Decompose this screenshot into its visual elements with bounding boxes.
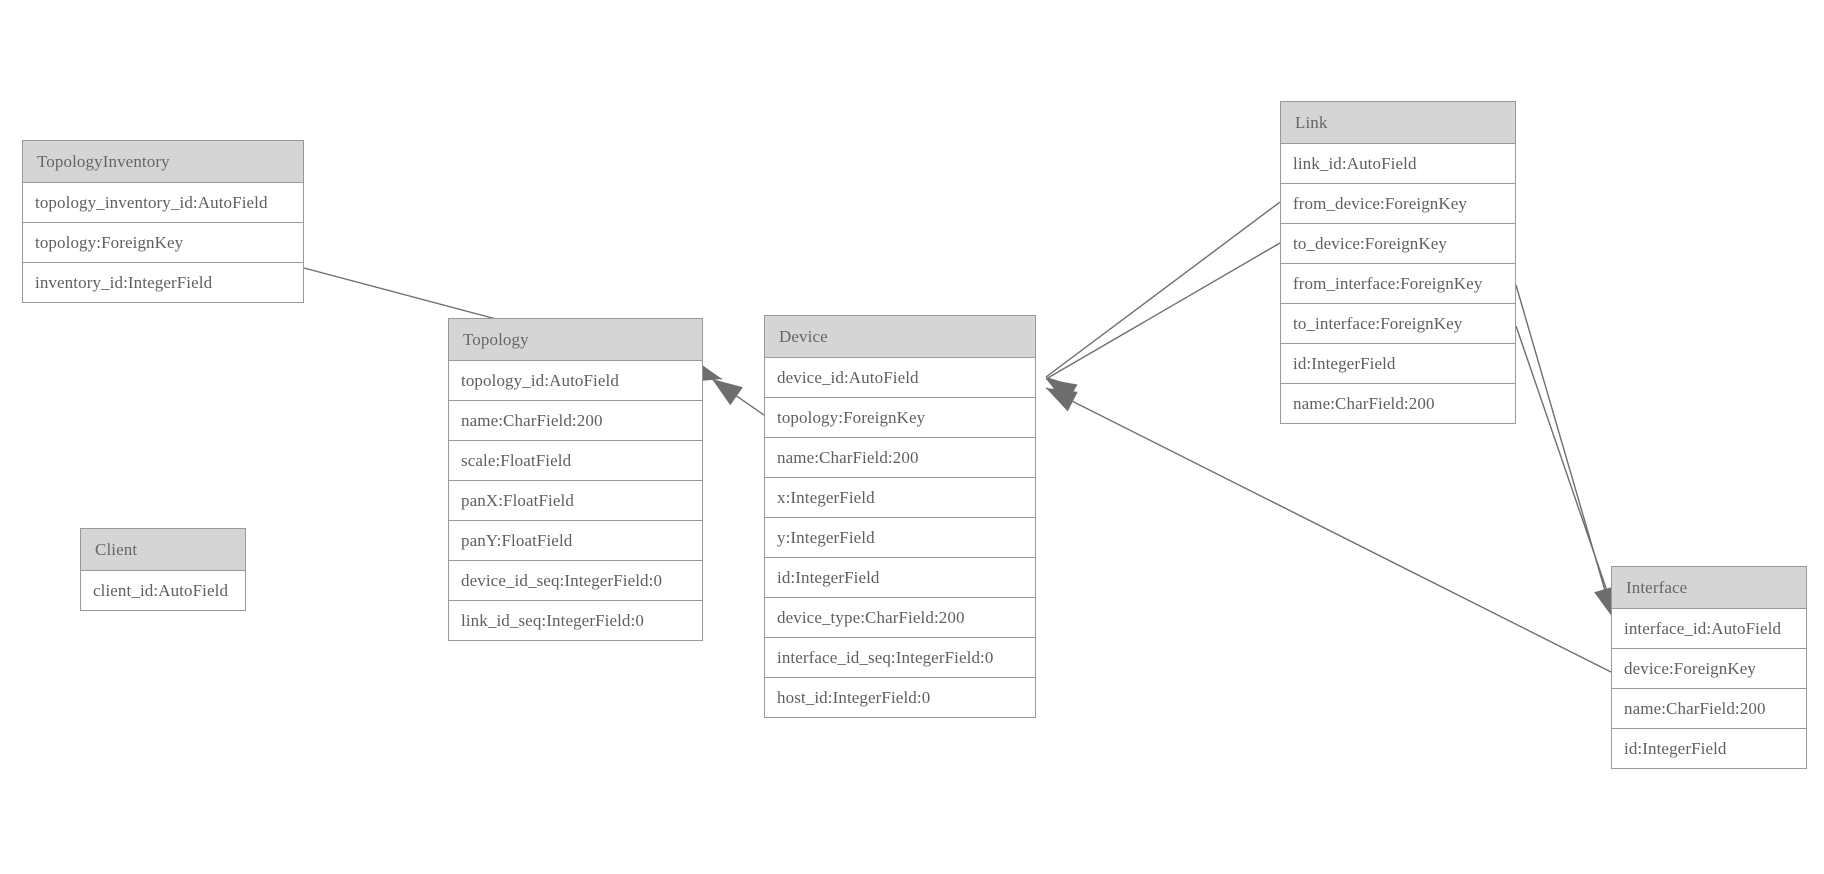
- relationship-line: [1045, 387, 1612, 673]
- entity-field-row[interactable]: link_id_seq:IntegerField:0: [449, 601, 702, 640]
- entity-field-row[interactable]: x:IntegerField: [765, 478, 1035, 518]
- entity-field-row[interactable]: topology:ForeignKey: [765, 398, 1035, 438]
- relationship-link-to-device: [1045, 242, 1281, 404]
- relationship-arrowhead: [1046, 377, 1077, 404]
- relationship-arrowhead: [1046, 388, 1078, 412]
- entity-field-row[interactable]: from_device:ForeignKey: [1281, 184, 1515, 224]
- entity-field-row[interactable]: device_id_seq:IntegerField:0: [449, 561, 702, 601]
- entity-field-row[interactable]: scale:FloatField: [449, 441, 702, 481]
- entity-field-row[interactable]: to_interface:ForeignKey: [1281, 304, 1515, 344]
- entity-title-topology-inventory: TopologyInventory: [23, 141, 303, 183]
- entity-field-row[interactable]: y:IntegerField: [765, 518, 1035, 558]
- relationship-link-from-device: [1045, 201, 1281, 404]
- entity-field-row[interactable]: to_device:ForeignKey: [1281, 224, 1515, 264]
- entity-field-row[interactable]: id:IntegerField: [1612, 729, 1806, 768]
- entity-title-topology: Topology: [449, 319, 702, 361]
- entity-field-row[interactable]: from_interface:ForeignKey: [1281, 264, 1515, 304]
- entity-field-row[interactable]: device_id:AutoField: [765, 358, 1035, 398]
- entity-field-row[interactable]: client_id:AutoField: [81, 571, 245, 610]
- relationship-arrowhead: [712, 379, 743, 406]
- relationship-line: [1515, 284, 1614, 619]
- relationship-line: [1515, 325, 1618, 621]
- entity-field-row[interactable]: panX:FloatField: [449, 481, 702, 521]
- entity-field-row[interactable]: name:CharField:200: [1612, 689, 1806, 729]
- relationship-arrowhead: [1046, 379, 1078, 404]
- entity-field-row[interactable]: interface_id:AutoField: [1612, 609, 1806, 649]
- entity-field-row[interactable]: topology_inventory_id:AutoField: [23, 183, 303, 223]
- relationship-line: [711, 378, 765, 416]
- entity-field-row[interactable]: name:CharField:200: [765, 438, 1035, 478]
- entity-field-row[interactable]: topology_id:AutoField: [449, 361, 702, 401]
- relationship-link-from-interface: [1515, 284, 1616, 619]
- entity-title-link: Link: [1281, 102, 1515, 144]
- entity-field-row[interactable]: topology:ForeignKey: [23, 223, 303, 263]
- entity-field-row[interactable]: panY:FloatField: [449, 521, 702, 561]
- entity-field-row[interactable]: inventory_id:IntegerField: [23, 263, 303, 302]
- entity-field-row[interactable]: link_id:AutoField: [1281, 144, 1515, 184]
- relationship-line: [1045, 201, 1281, 378]
- entity-field-row[interactable]: device_type:CharField:200: [765, 598, 1035, 638]
- entity-field-row[interactable]: name:CharField:200: [1281, 384, 1515, 423]
- entity-title-client: Client: [81, 529, 245, 571]
- entity-field-row[interactable]: id:IntegerField: [765, 558, 1035, 598]
- entity-field-row[interactable]: name:CharField:200: [449, 401, 702, 441]
- entity-field-row[interactable]: device:ForeignKey: [1612, 649, 1806, 689]
- entity-title-device: Device: [765, 316, 1035, 358]
- entity-field-row[interactable]: host_id:IntegerField:0: [765, 678, 1035, 717]
- relationship-line: [1045, 242, 1281, 380]
- relationship-device-topology: [711, 378, 765, 416]
- entity-field-row[interactable]: interface_id_seq:IntegerField:0: [765, 638, 1035, 678]
- entity-title-interface: Interface: [1612, 567, 1806, 609]
- entity-field-row[interactable]: id:IntegerField: [1281, 344, 1515, 384]
